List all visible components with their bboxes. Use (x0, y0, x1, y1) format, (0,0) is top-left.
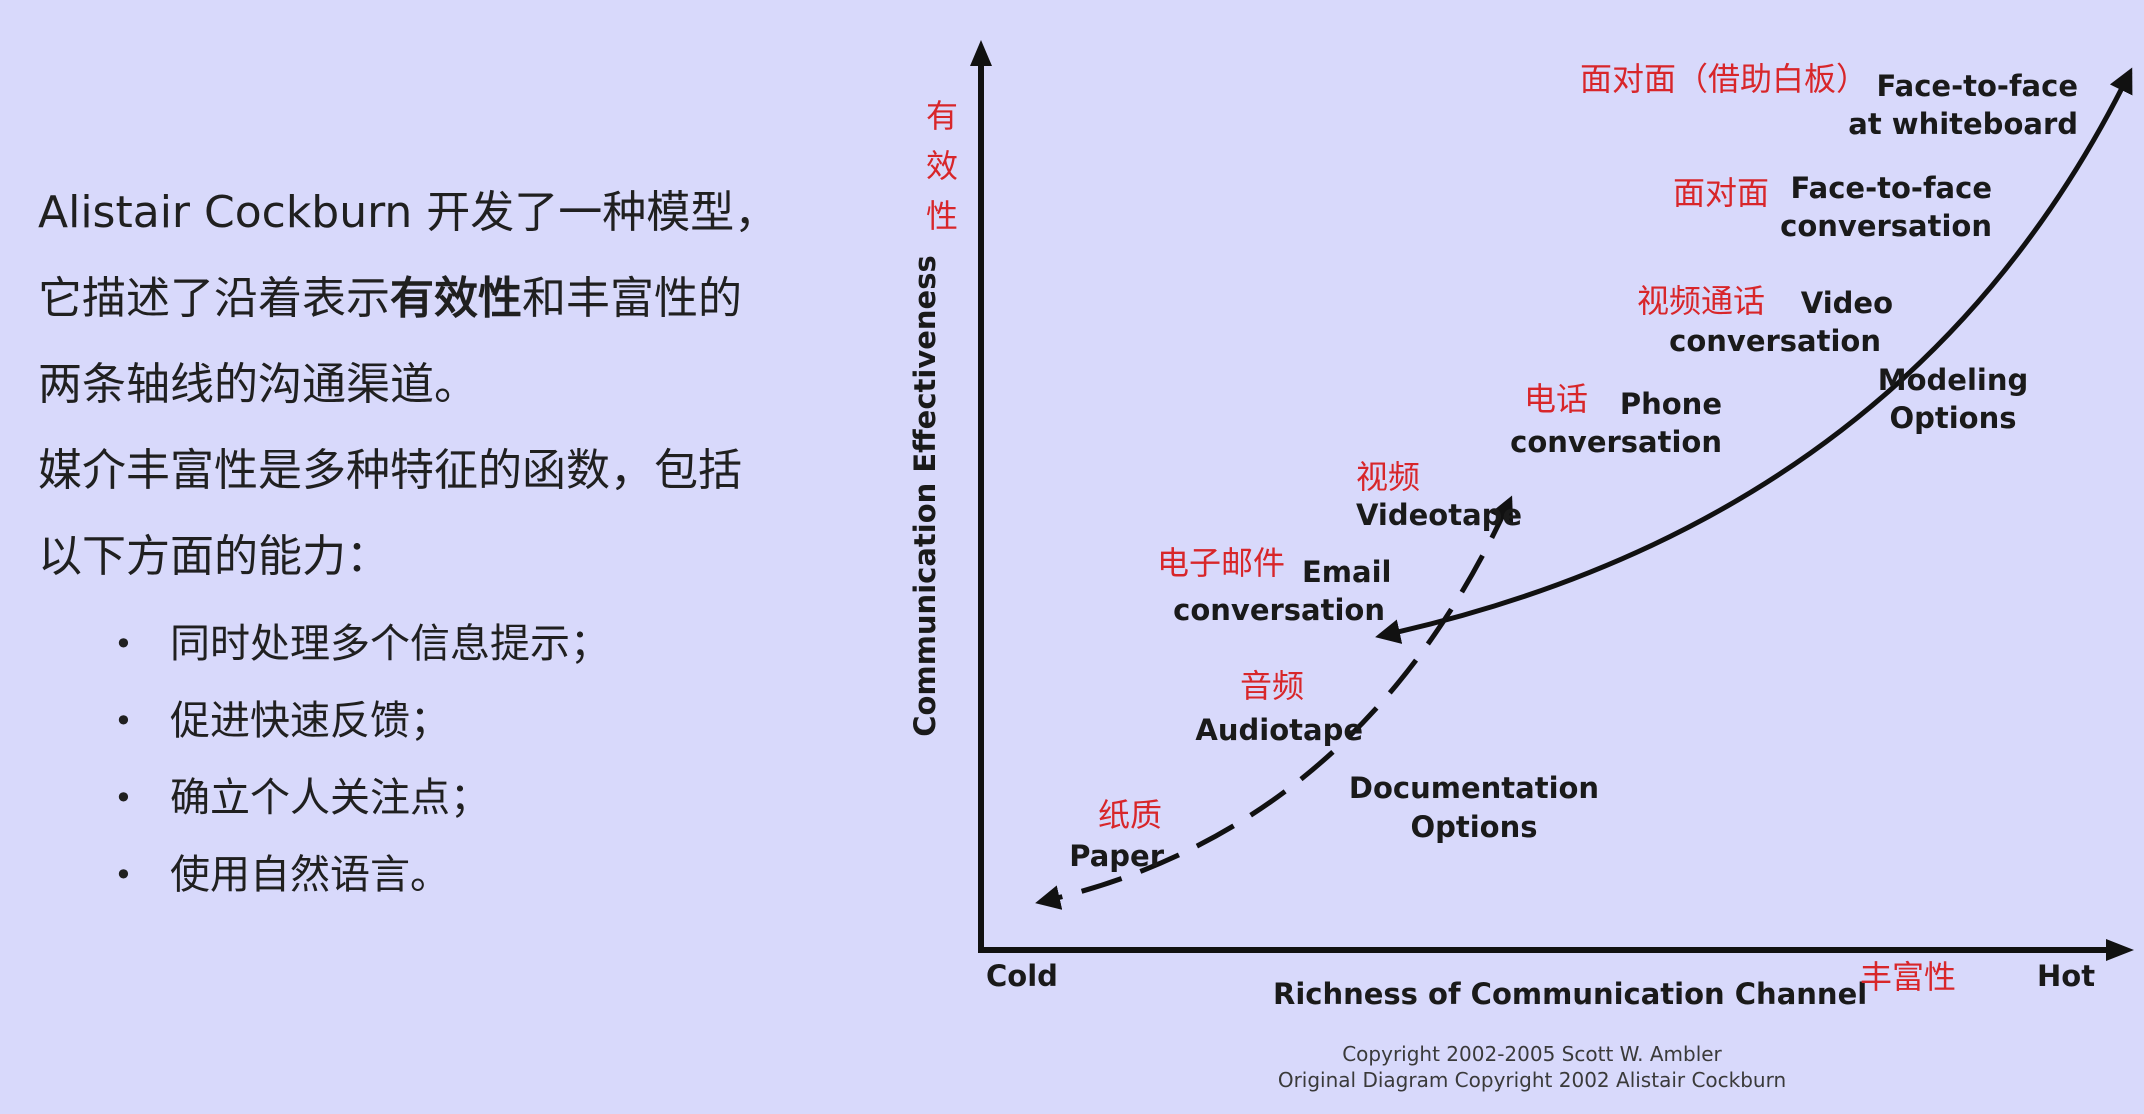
video-en-2: conversation (1669, 324, 1881, 358)
documentation-en-1: Documentation (1349, 771, 1599, 805)
phone-en-1: Phone (1620, 387, 1722, 421)
paper-cn: 纸质 (1098, 796, 1162, 834)
x-axis-cn-label: 丰富性 (1860, 958, 1956, 996)
y-axis-cn-char-3: 性 (926, 197, 958, 235)
video-cn: 视频通话 (1637, 282, 1765, 320)
modeling-en-1: Modeling (1878, 363, 2029, 397)
ability-list: • 同时处理多个信息提示； • 促进快速反馈； • 确立个人关注点； • 使用自然语言。 (38, 606, 838, 914)
y-axis-arrow-icon (970, 40, 992, 66)
x-axis-label: Richness of Communication Channel (1273, 977, 1867, 1011)
y-axis-cn-char-2: 效 (926, 147, 958, 185)
intro-text: Alistair Cockburn 开发了一种模型， 它描述了沿着表示有效性和丰… (38, 170, 838, 914)
intro-line-2: 它描述了沿着表示有效性和丰富性的 (38, 256, 838, 342)
documentation-en-2: Options (1410, 810, 1537, 844)
intro-line-1: Alistair Cockburn 开发了一种模型， (38, 187, 779, 238)
intro-line-3: 两条轴线的沟通渠道。 (38, 359, 478, 410)
intro-keyword-effectiveness: 有效性 (390, 273, 522, 324)
face-cn: 面对面 (1673, 174, 1769, 212)
list-item: • 确立个人关注点； (38, 760, 838, 837)
bullet-icon: • (114, 702, 133, 740)
email-en-1: Email (1302, 555, 1391, 589)
copyright-line-1: Copyright 2002-2005 Scott W. Ambler (1342, 1042, 1722, 1066)
x-axis-arrow-icon (2106, 939, 2134, 961)
interactive-channels-curve (1375, 67, 2133, 644)
intro-line-2-post: 和丰富性的 (522, 273, 742, 324)
video-en-1: Video (1801, 286, 1893, 320)
audiotape-cn: 音频 (1240, 667, 1304, 705)
face-en-1: Face-to-face (1791, 171, 1992, 205)
list-item: • 使用自然语言。 (38, 837, 838, 914)
email-cn: 电子邮件 (1157, 544, 1285, 582)
face-en-2: conversation (1780, 209, 1992, 243)
videotape-en: Videotape (1356, 498, 1522, 532)
face-whiteboard-en-2: at whiteboard (1848, 107, 2078, 141)
list-item-text: 使用自然语言。 (170, 852, 450, 898)
bullet-icon: • (114, 625, 133, 663)
face-whiteboard-en-1: Face-to-face (1877, 69, 2078, 103)
email-en-2: conversation (1173, 593, 1385, 627)
y-axis-cn-char-1: 有 (926, 97, 958, 135)
face-whiteboard-cn: 面对面（借助白板） (1580, 60, 1868, 98)
communication-diagram: 有 效 性 Communication Effectiveness Cold R… (908, 40, 2134, 1092)
list-item: • 同时处理多个信息提示； (38, 606, 838, 683)
bullet-icon: • (114, 856, 133, 894)
list-item-text: 促进快速反馈； (170, 698, 450, 744)
x-axis-hot-label: Hot (2037, 959, 2095, 993)
list-item-text: 确立个人关注点； (170, 775, 490, 821)
intro-line-4: 媒介丰富性是多种特征的函数，包括 (38, 445, 742, 496)
audiotape-en: Audiotape (1195, 713, 1363, 747)
documentation-channels-curve (1035, 495, 1514, 910)
intro-line-5: 以下方面的能力： (38, 531, 390, 582)
list-item-text: 同时处理多个信息提示； (170, 621, 610, 667)
modeling-en-2: Options (1889, 401, 2016, 435)
list-item: • 促进快速反馈； (38, 683, 838, 760)
videotape-cn: 视频 (1356, 458, 1420, 496)
copyright-line-2: Original Diagram Copyright 2002 Alistair… (1278, 1068, 1786, 1092)
y-axis-label: Communication Effectiveness (908, 255, 942, 736)
intro-line-2-pre: 它描述了沿着表示 (38, 273, 390, 324)
phone-cn: 电话 (1524, 380, 1588, 418)
bullet-icon: • (114, 779, 133, 817)
x-axis-cold-label: Cold (986, 959, 1058, 993)
phone-en-2: conversation (1510, 425, 1722, 459)
paper-en: Paper (1069, 839, 1164, 873)
